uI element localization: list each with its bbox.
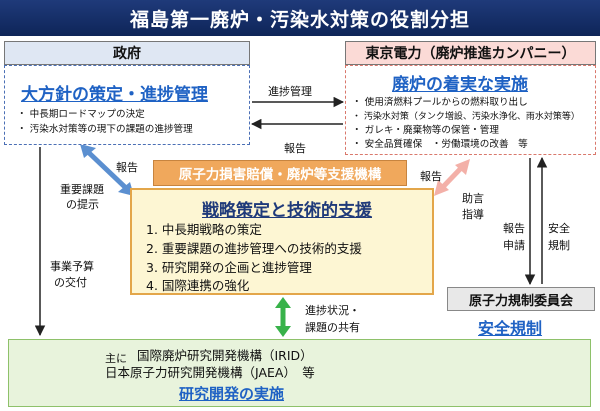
rd-line-2: 日本原子力研究開発機構（JAEA） 等 [105,365,315,380]
label-safety-reg-1: 安全 [548,222,570,235]
label-report-top: 報告 [284,142,306,155]
label-report-apply-1: 報告 [503,222,525,235]
nra-box: 原子力規制委員会 [447,287,595,311]
tepco-bullet-1: ・ 使用済燃料プールからの燃料取り出し [352,97,528,108]
government-box: 大方針の策定・進捗管理 ・ 中長期ロードマップの決定 ・ 汚染水対策等の現下の課… [4,65,250,145]
tepco-header: 東京電力（廃炉推進カンパニー） [345,41,596,65]
arrow-ndf-tepco-head-bottom [434,180,449,196]
rd-line-1: 国際廃炉研究開発機構（IRID） [137,348,313,363]
label-share-2: 課題の共有 [305,321,360,334]
label-safety-reg-2: 規制 [548,239,570,252]
ndf-item-4: 4. 国際連携の強化 [146,278,250,293]
label-report-right: 報告 [420,170,442,183]
arrow-share-head-bottom [275,326,291,337]
tepco-bullet-3: ・ ガレキ・廃棄物等の保管・管理 [352,125,499,136]
government-heading: 大方針の策定・進捗管理 [21,85,208,105]
label-budget-2: の交付 [54,276,87,289]
government-bullet-1: ・ 中長期ロードマップの決定 [17,109,145,120]
tepco-box: 廃炉の着実な実施 ・ 使用済燃料プールからの燃料取り出し ・ 汚染水対策（タンク… [345,65,596,155]
ndf-strategy-box: 戦略策定と技術的支援 1. 中長期戦略の策定 2. 重要課題の進捗管理への技術的… [130,188,434,295]
label-share-1: 進捗状況・ [305,304,360,317]
ndf-heading: 戦略策定と技術的支援 [202,201,372,221]
label-key-issues-1: 重要課題 [60,183,104,196]
rd-box: 主に 国際廃炉研究開発機構（IRID） 日本原子力研究開発機構（JAEA） 等 … [8,339,591,407]
government-header: 政府 [4,41,250,65]
label-report-apply-2: 申請 [503,239,525,252]
government-bullet-2: ・ 汚染水対策等の現下の課題の進捗管理 [17,124,193,135]
arrow-gov-ndf [84,148,130,192]
label-advice-2: 指導 [462,208,484,221]
label-progress-mgmt: 進捗管理 [268,85,312,98]
ndf-item-3: 3. 研究開発の企画と進捗管理 [146,260,312,275]
ndf-item-1: 1. 中長期戦略の策定 [146,222,262,237]
label-advice-1: 助言 [462,192,484,205]
tepco-heading: 廃炉の着実な実施 [392,75,528,95]
rd-prefix: 主に [105,352,127,365]
arrow-gov-ndf-head-top [80,144,96,158]
label-report-left: 報告 [116,161,138,174]
nra-heading: 安全規制 [478,319,543,338]
rd-heading: 研究開発の実施 [179,385,285,403]
tepco-bullet-2: ・ 汚染水対策（タンク増設、汚染水浄化、雨水対策等） [352,112,580,122]
label-budget-1: 事業予算 [50,260,94,273]
ndf-item-2: 2. 重要課題の進捗管理への技術的支援 [146,241,362,256]
label-key-issues-2: の提示 [66,198,99,211]
arrow-share-head-top [275,297,291,308]
arrow-ndf-tepco-head-top [455,159,470,175]
ndf-banner: 原子力損害賠償・廃炉等支援機構 [153,160,407,186]
tepco-bullet-4: ・ 安全品質確保 ・労働環境の改善 等 [352,139,528,150]
page-title: 福島第一廃炉・汚染水対策の役割分担 [0,0,600,36]
